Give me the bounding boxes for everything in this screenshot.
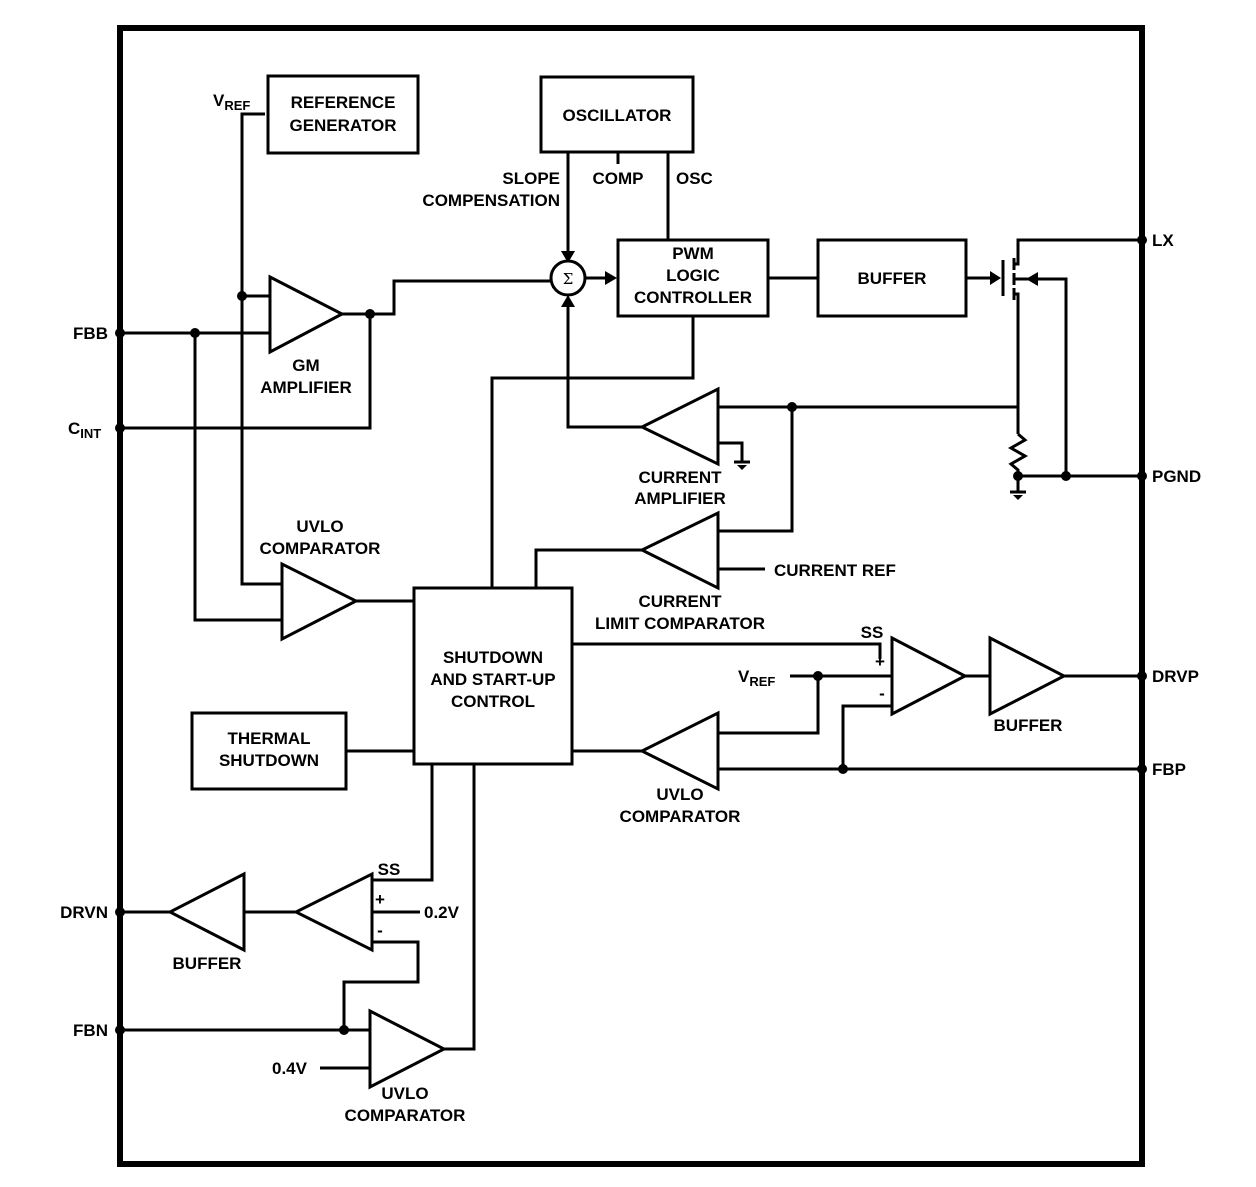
uvlo-right-label: UVLO (656, 785, 703, 804)
pin-dots (115, 235, 1147, 1035)
v02-label: 0.2V (424, 903, 460, 922)
thermal-shutdown-block: THERMAL SHUTDOWN (190, 711, 348, 791)
current-amplifier (638, 386, 720, 467)
current-limit-label: CURRENT (638, 592, 722, 611)
plus-neg-label: + (375, 890, 385, 909)
svg-text:BUFFER: BUFFER (858, 269, 927, 288)
uvlo-bottom-label: UVLO (381, 1084, 428, 1103)
ss-pos-label: SS (861, 623, 884, 642)
svg-text:Σ: Σ (563, 270, 574, 288)
shutdown-control-block: SHUTDOWN AND START-UP CONTROL (412, 586, 574, 766)
v04-label: 0.4V (272, 1059, 308, 1078)
uvlo-right-label-2: COMPARATOR (620, 807, 741, 826)
buffer-drvn-label: BUFFER (173, 954, 242, 973)
wires (120, 112, 1142, 1070)
pin-pgnd-label: PGND (1152, 467, 1201, 486)
vref-mid-label: VREF (738, 667, 775, 689)
summing-junction: Σ (549, 259, 587, 297)
ground-symbol-current-amp (734, 460, 750, 470)
minus-neg-label: - (377, 921, 383, 940)
drvn-comparator (292, 871, 374, 953)
ic-border (117, 25, 1145, 1167)
svg-text:SHUTDOWN: SHUTDOWN (219, 751, 319, 770)
gm-amplifier-label-2: AMPLIFIER (260, 378, 352, 397)
pwm-logic-controller-block: PWM LOGIC CONTROLLER (616, 238, 770, 318)
pin-lx-label: LX (1152, 231, 1174, 250)
svg-text:PWM: PWM (672, 244, 714, 263)
pin-drvn-label: DRVN (60, 903, 108, 922)
svg-text:CONTROL: CONTROL (451, 692, 535, 711)
svg-text:CONTROLLER: CONTROLLER (634, 288, 752, 307)
osc-label: OSC (676, 169, 713, 188)
minus-pos-label: - (879, 684, 885, 703)
uvlo-left-label: UVLO (296, 517, 343, 536)
buffer-drvp-label: BUFFER (994, 716, 1063, 735)
current-amplifier-label-2: AMPLIFIER (634, 489, 726, 508)
slope-compensation-label-2: COMPENSATION (422, 191, 560, 210)
plus-pos-label: + (875, 652, 885, 671)
gm-amplifier (268, 274, 346, 355)
pin-fbp-label: FBP (1152, 760, 1186, 779)
vref-top-label: VREF (213, 91, 250, 113)
svg-text:OSCILLATOR: OSCILLATOR (563, 106, 672, 125)
svg-text:AND START-UP: AND START-UP (430, 670, 555, 689)
ss-neg-label: SS (378, 860, 401, 879)
gm-amplifier-label: GM (292, 356, 319, 375)
svg-text:THERMAL: THERMAL (227, 729, 310, 748)
svg-text:GENERATOR: GENERATOR (289, 116, 396, 135)
ground-symbol-sense (1010, 490, 1026, 500)
drvp-buffer (988, 635, 1068, 717)
uvlo-comparator-right (638, 710, 720, 792)
reference-generator-block: REFERENCE GENERATOR (266, 74, 420, 155)
uvlo-comparator-bottom (368, 1008, 448, 1090)
pin-cint-label: CINT (68, 419, 101, 441)
uvlo-comparator-left (280, 561, 360, 642)
current-ref-label: CURRENT REF (774, 561, 896, 580)
slope-compensation-label: SLOPE (502, 169, 560, 188)
drvp-comparator (890, 635, 969, 717)
current-limit-label-2: LIMIT COMPARATOR (595, 614, 765, 633)
buffer-block: BUFFER (816, 238, 968, 318)
junction-dots (190, 291, 1071, 1035)
svg-text:LOGIC: LOGIC (666, 266, 720, 285)
pin-drvp-label: DRVP (1152, 667, 1199, 686)
svg-text:SHUTDOWN: SHUTDOWN (443, 648, 543, 667)
comp-label: COMP (593, 169, 644, 188)
oscillator-block: OSCILLATOR (539, 75, 695, 154)
uvlo-bottom-label-2: COMPARATOR (345, 1106, 466, 1125)
drvn-buffer (166, 871, 246, 953)
pin-fbb-label: FBB (73, 324, 108, 343)
pin-fbn-label: FBN (73, 1021, 108, 1040)
svg-text:REFERENCE: REFERENCE (291, 93, 396, 112)
current-amplifier-label: CURRENT (638, 468, 722, 487)
uvlo-left-label-2: COMPARATOR (260, 539, 381, 558)
current-limit-comparator (638, 510, 720, 591)
